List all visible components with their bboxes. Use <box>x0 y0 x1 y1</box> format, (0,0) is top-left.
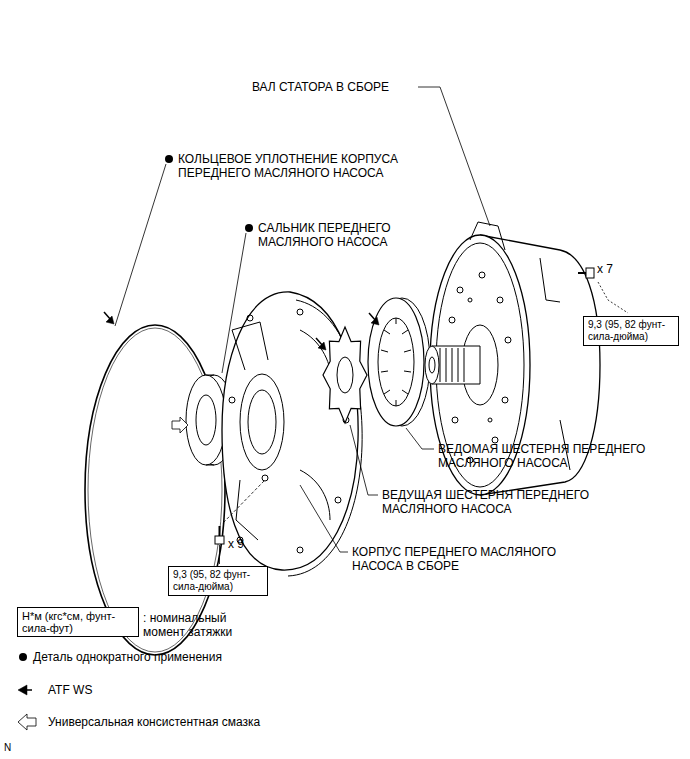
leader-line <box>115 164 166 326</box>
o-ring <box>85 325 225 655</box>
single-use-dot <box>19 653 27 661</box>
grease-arrow <box>172 417 188 433</box>
torque-box: 9,3 (95, 82 фунт-сила-дюйма) <box>168 566 268 596</box>
part-name: САЛЬНИК ПЕРЕДНЕГО МАСЛЯНОГО НАСОСА <box>258 221 423 249</box>
leader-line <box>300 485 348 552</box>
torque-value: Н*м (кгс*см, фунт-сила-фут) <box>22 610 134 634</box>
torque-box: 9,3 (95, 82 фунт-сила-дюйма) <box>583 316 679 346</box>
leader-line <box>222 481 264 524</box>
pump-body <box>222 292 362 576</box>
part-name: ВЕДУЩАЯ ШЕСТЕРНЯ ПЕРЕДНЕГО МАСЛЯНОГО НАС… <box>382 488 610 516</box>
part-name: ВЕДОМАЯ ШЕСТЕРНЯ ПЕРЕДНЕГО МАСЛЯНОГО НАС… <box>438 442 666 470</box>
grease-arrow <box>18 714 36 730</box>
drive-gear <box>323 327 367 423</box>
single-use-dot <box>165 155 173 163</box>
bolt <box>215 526 224 544</box>
torque-value: 9,3 (95, 82 фунт-сила-дюйма) <box>588 319 674 343</box>
single-use-dot <box>245 224 253 232</box>
part-name: КОРПУС ПЕРЕДНЕГО МАСЛЯНОГО НАСОСА В СБОР… <box>352 545 580 573</box>
legend-text: Универсальная консистентная смазка <box>48 715 388 729</box>
leader-line <box>406 428 434 449</box>
north-mark: N <box>4 741 24 755</box>
leader-line <box>222 233 246 373</box>
legend-torque-box: Н*м (кгс*см, фунт-сила-фут) <box>17 607 139 637</box>
leader-line <box>418 87 490 226</box>
legend-text: ATF WS <box>48 683 248 697</box>
quantity: x 7 <box>597 262 637 276</box>
driven-gear <box>368 298 430 426</box>
leader-line <box>598 282 628 313</box>
legend-text: : номинальный момент затяжки <box>143 611 261 639</box>
part-name: ВАЛ СТАТОРА В СБОРЕ <box>252 80 422 94</box>
quantity: x 9 <box>228 537 268 551</box>
legend-text: Деталь однократного применения <box>33 650 353 664</box>
leader-line <box>219 545 220 564</box>
part-name: КОЛЬЦЕВОЕ УПЛОТНЕНИЕ КОРПУСА ПЕРЕДНЕГО М… <box>178 152 418 180</box>
leader-line <box>350 425 378 495</box>
torque-value: 9,3 (95, 82 фунт-сила-дюйма) <box>173 569 263 593</box>
bolt <box>578 268 594 278</box>
